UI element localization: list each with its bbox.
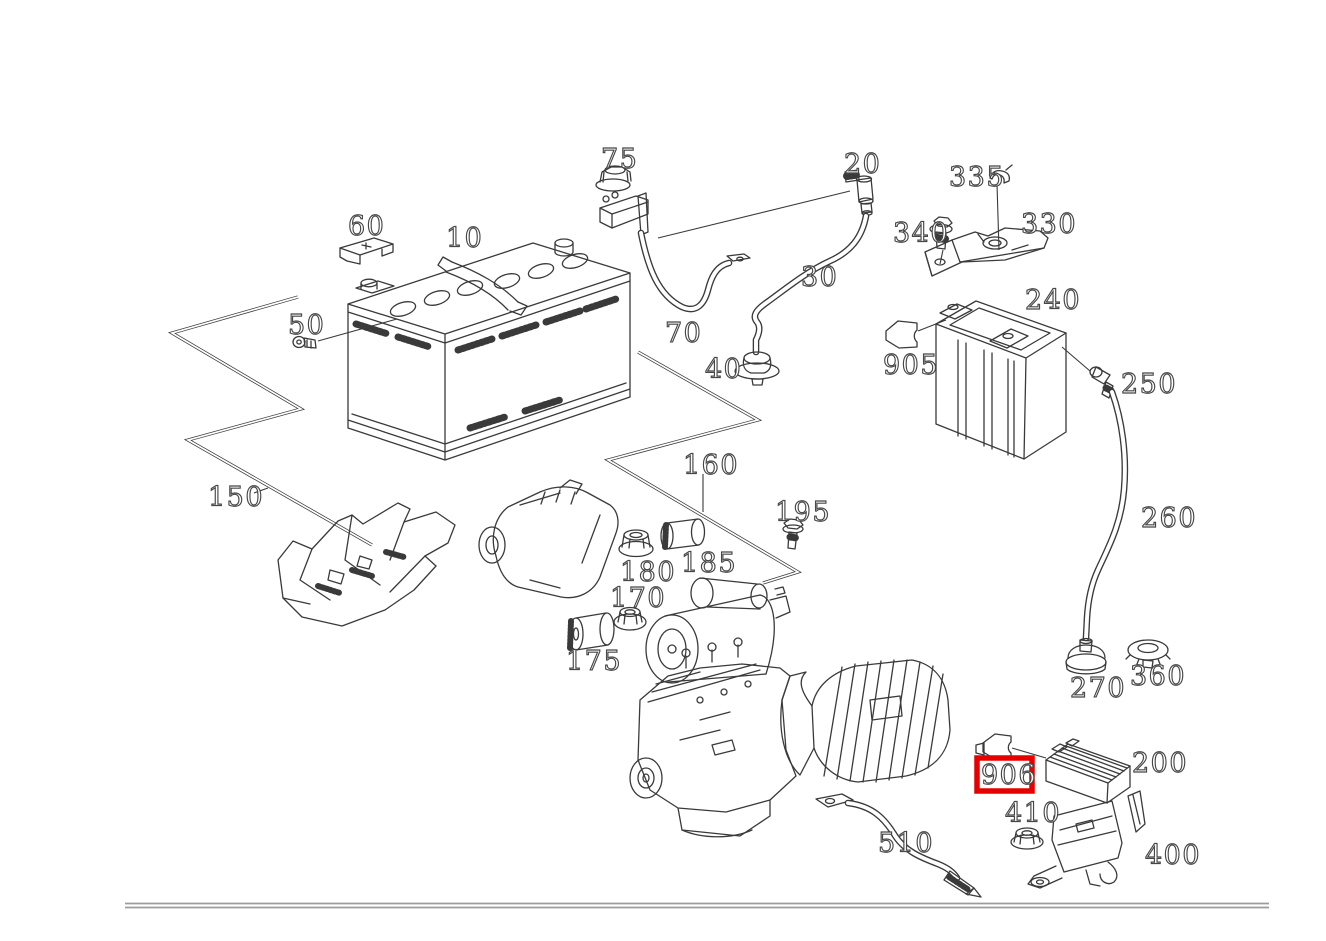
part-label-340[interactable]: 340 — [892, 217, 949, 249]
highlight-box-906 — [974, 755, 1035, 794]
part-label-170[interactable]: 170 — [609, 582, 666, 614]
part-label-360[interactable]: 360 — [1129, 660, 1186, 692]
hold-down-bracket-330 — [924, 227, 1049, 277]
vent-hose-260 — [1082, 388, 1129, 642]
nut-180 — [618, 529, 654, 558]
part-label-180[interactable]: 180 — [619, 556, 676, 588]
part-label-330[interactable]: 330 — [1020, 208, 1077, 240]
part-label-40[interactable]: 40 — [704, 353, 742, 385]
vent-hose-30 — [751, 212, 870, 356]
part-label-195[interactable]: 195 — [774, 496, 831, 528]
ground-cable-510 — [815, 793, 982, 898]
part-label-250[interactable]: 250 — [1120, 368, 1177, 400]
part-label-20[interactable]: 20 — [843, 148, 881, 180]
terminal-cover-plate-60 — [339, 237, 394, 265]
part-label-240[interactable]: 240 — [1024, 284, 1081, 316]
part-label-270[interactable]: 270 — [1069, 672, 1126, 704]
vent-elbow-20 — [843, 169, 874, 216]
part-label-50[interactable]: 50 — [287, 309, 325, 341]
part-label-905[interactable]: 905 — [882, 349, 939, 381]
small-battery-200 — [1045, 738, 1131, 804]
terminal-bolt-50 — [292, 335, 317, 349]
part-labels: 75 60 10 20 335 340 330 30 240 50 905 70… — [207, 143, 1201, 871]
part-label-70[interactable]: 70 — [664, 317, 702, 349]
nut-170 — [613, 606, 647, 631]
bolt-195 — [782, 518, 804, 550]
part-label-75[interactable]: 75 — [600, 143, 638, 175]
part-label-200[interactable]: 200 — [1131, 747, 1188, 779]
part-label-175[interactable]: 175 — [565, 645, 622, 677]
battery-tray-bracket-150 — [277, 502, 456, 627]
part-label-510[interactable]: 510 — [877, 827, 934, 859]
zigzag-separator-right — [603, 350, 802, 585]
aux-battery-240 — [935, 300, 1067, 460]
part-label-160[interactable]: 160 — [682, 449, 739, 481]
part-label-150[interactable]: 150 — [207, 481, 264, 513]
grommet-40 — [734, 351, 780, 386]
grommet-270 — [1065, 637, 1107, 675]
nut-410 — [1010, 827, 1044, 850]
main-battery-illustration — [347, 238, 631, 461]
bolt-340 — [929, 216, 953, 250]
leader-lines — [253, 183, 1091, 759]
flange-nut-75 — [595, 165, 632, 192]
bracket-400 — [1027, 790, 1146, 889]
zigzag-separator-left — [167, 295, 373, 547]
sealing-cap-360 — [1125, 639, 1171, 669]
part-label-10[interactable]: 10 — [445, 222, 483, 254]
battery-terminal-clamp-cable-70 — [599, 191, 751, 313]
part-label-400[interactable]: 400 — [1144, 839, 1201, 871]
part-label-185[interactable]: 185 — [680, 547, 737, 579]
spring-clip-335 — [989, 164, 1013, 184]
part-label-60[interactable]: 60 — [347, 210, 385, 242]
part-label-906-highlighted[interactable]: 906 — [980, 759, 1037, 791]
starter-motor-illustration — [645, 577, 791, 684]
pointer-icon-905 — [885, 320, 918, 349]
alternator-illustration — [478, 479, 619, 599]
part-label-260[interactable]: 260 — [1140, 502, 1197, 534]
terminal-sleeve-185 — [660, 518, 706, 550]
part-label-410[interactable]: 410 — [1004, 797, 1061, 829]
engine-transmission-illustration — [629, 637, 951, 838]
part-label-335[interactable]: 335 — [948, 161, 1005, 193]
terminal-sleeve-175 — [567, 612, 615, 651]
page-divider — [125, 902, 1269, 909]
part-label-30[interactable]: 30 — [800, 261, 838, 293]
